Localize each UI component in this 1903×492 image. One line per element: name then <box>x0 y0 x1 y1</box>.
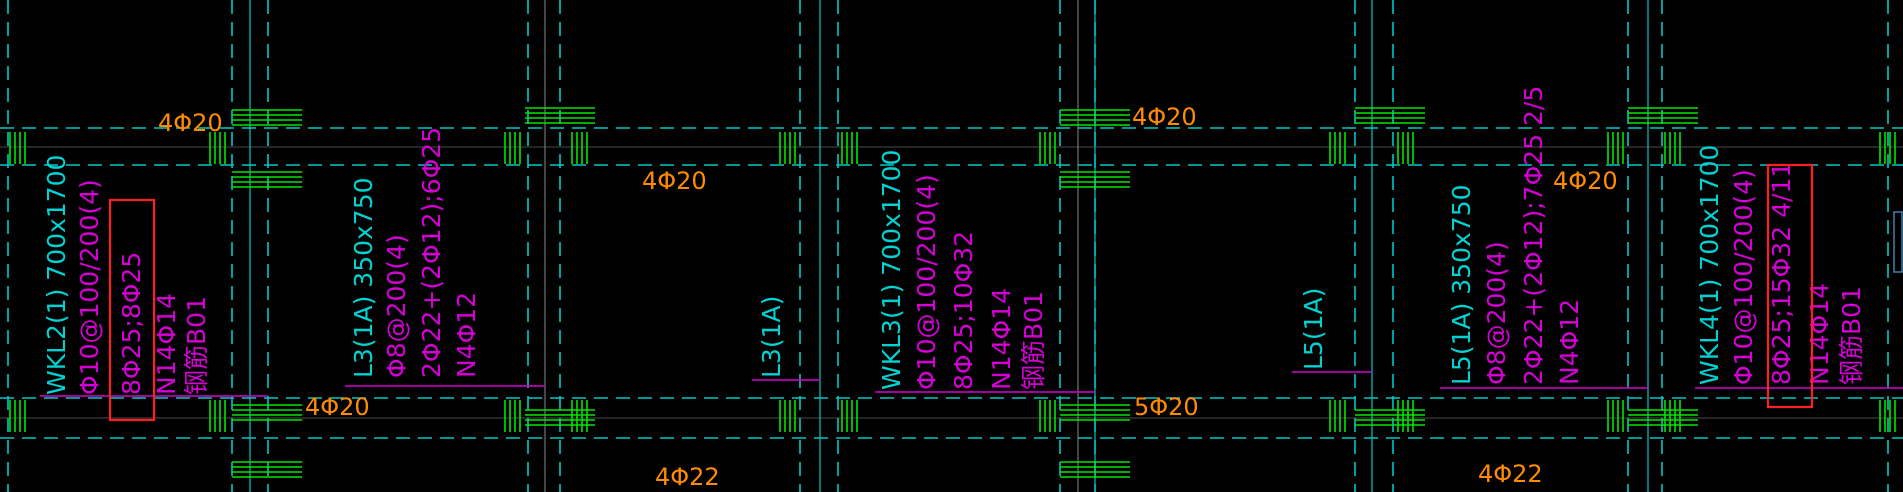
beam-rebar-tag: 钢筋B01 <box>1019 291 1048 390</box>
beam-name: WKL4(1) 700x1700 <box>1695 145 1724 385</box>
top-rebar-label: 5Φ20 <box>1134 393 1199 421</box>
beam-annotation-l5-full[interactable]: L5(1A) 350x750 Φ8@200(4) 2Φ22+(2Φ12);7Φ2… <box>1447 86 1584 385</box>
beam-rebar-tag: 钢筋B01 <box>1837 286 1866 385</box>
bottom-rebar-label: 4Φ22 <box>655 463 720 491</box>
beam-main-rebar: 8Φ25;8Φ25 <box>117 252 146 395</box>
beam-side-rebar: N4Φ12 <box>452 292 481 378</box>
beam-annotation-wkl3[interactable]: WKL3(1) 700x1700 Φ10@100/200(4) 8Φ25;10Φ… <box>877 150 1048 390</box>
beam-name: WKL2(1) 700x1700 <box>42 155 71 395</box>
highlight-box-wkl4-rebar[interactable] <box>1766 163 1814 409</box>
beam-side-rebar: N14Φ14 <box>987 288 1016 390</box>
highlight-boxes <box>108 163 1814 422</box>
beam-stirrup: Φ10@100/200(4) <box>1729 169 1758 385</box>
beam-side-rebar: N4Φ12 <box>1555 299 1584 385</box>
beam-annotations: WKL2(1) 700x1700 Φ10@100/200(4) 8Φ25;8Φ2… <box>42 86 1866 395</box>
top-rebar-label: 4Φ20 <box>1132 103 1197 131</box>
beam-stirrup: Φ8@200(4) <box>382 234 411 378</box>
beam-stirrup: Φ10@100/200(4) <box>75 179 104 395</box>
beam-main-rebar: 8Φ25;10Φ32 <box>949 231 978 390</box>
beam-name: WKL3(1) 700x1700 <box>877 150 906 390</box>
top-rebar-label: 4Φ20 <box>642 167 707 195</box>
beam-annotation-wkl2[interactable]: WKL2(1) 700x1700 Φ10@100/200(4) 8Φ25;8Φ2… <box>42 155 211 395</box>
top-rebar-label: 4Φ20 <box>305 393 370 421</box>
beam-main-rebar: 2Φ22+(2Φ12);6Φ25 <box>417 127 446 378</box>
beam-name: L5(1A) 350x750 <box>1447 184 1476 385</box>
beam-rebar-tag: 钢筋B01 <box>182 296 211 395</box>
beam-annotation-wkl4[interactable]: WKL4(1) 700x1700 Φ10@100/200(4) 8Φ25;15Φ… <box>1695 145 1866 385</box>
beam-main-rebar: 8Φ25;15Φ32 4/11 <box>1767 162 1796 385</box>
beam-side-rebar: N14Φ14 <box>1805 283 1834 385</box>
column-group <box>9 107 1896 478</box>
beam-name: L3(1A) <box>757 296 786 378</box>
top-rebar-annotations: 4Φ20 4Φ20 4Φ20 4Φ20 4Φ20 5Φ20 4Φ22 4Φ22 <box>158 103 1618 491</box>
beam-name: L5(1A) <box>1299 288 1328 370</box>
top-rebar-label: 4Φ20 <box>1553 167 1618 195</box>
beam-stirrup: Φ10@100/200(4) <box>912 174 941 390</box>
highlight-box-wkl2-rebar[interactable] <box>108 198 156 422</box>
beam-stirrup: Φ8@200(4) <box>1482 241 1511 385</box>
beam-name: L3(1A) 350x750 <box>349 177 378 378</box>
bottom-rebar-label: 4Φ22 <box>1478 460 1543 488</box>
top-rebar-label: 4Φ20 <box>158 109 223 137</box>
beam-main-rebar: 2Φ22+(2Φ12);7Φ25 2/5 <box>1519 86 1548 385</box>
side-mark <box>1893 211 1903 273</box>
beam-side-rebar: N14Φ14 <box>152 293 181 395</box>
beam-annotation-l3-full[interactable]: L3(1A) 350x750 Φ8@200(4) 2Φ22+(2Φ12);6Φ2… <box>349 127 481 378</box>
beam-annotation-l3-short[interactable]: L3(1A) <box>757 296 786 378</box>
scroll-marker[interactable] <box>1893 211 1903 273</box>
beam-annotation-l5-short[interactable]: L5(1A) <box>1299 288 1328 370</box>
